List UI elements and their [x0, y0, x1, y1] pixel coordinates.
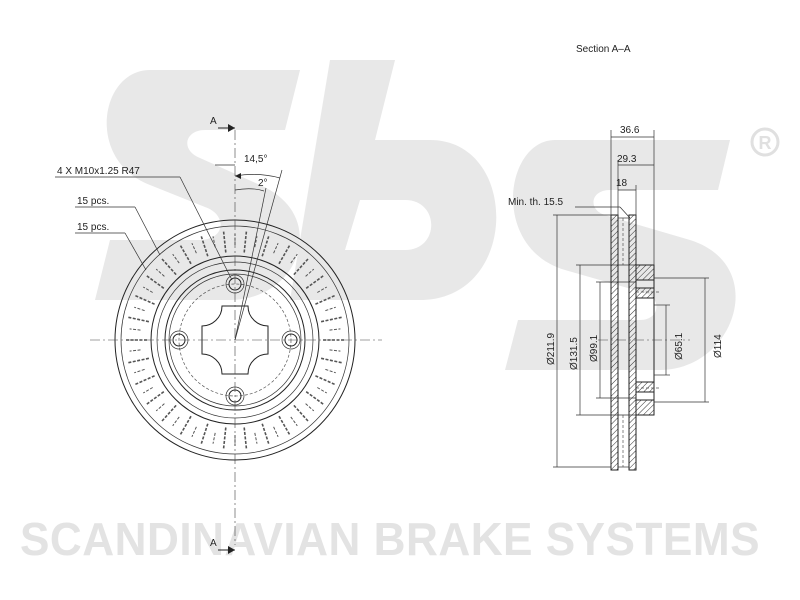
angle-arc-2 — [234, 188, 265, 192]
angle-arrow — [235, 173, 241, 179]
vent-slot — [145, 391, 165, 406]
vent-slot — [273, 426, 279, 438]
angle-ray-2 — [234, 187, 267, 341]
dim-dia-centre-bore: Ø65.1 — [674, 332, 685, 360]
vent-slot — [127, 316, 150, 323]
vents-leader-1 — [134, 206, 161, 256]
vent-slot — [142, 387, 153, 394]
vent-slot — [325, 368, 336, 374]
vent-slot — [155, 403, 165, 412]
dim-width-total: 36.6 — [620, 125, 640, 136]
vent-slot — [305, 274, 325, 289]
thread-label: 4 X M10x1.25 R47 — [57, 166, 140, 177]
vent-slot — [160, 257, 177, 276]
section-view: Section A–A Min. th. 15.5 36.6 29.3 18 — [508, 44, 724, 471]
disc-section-outer-plate — [610, 214, 619, 471]
section-arrow-top — [228, 124, 235, 132]
section-mark-bottom: A — [210, 538, 217, 549]
vent-slot — [160, 404, 177, 423]
registered-mark-circle — [750, 127, 780, 157]
dim-width-disc: 18 — [616, 178, 628, 189]
vent-slot — [315, 294, 336, 305]
disc-section-inner-plate — [628, 214, 637, 471]
hat-flange-top — [635, 287, 655, 299]
vent-slot — [329, 349, 341, 352]
min-thickness-label: Min. th. 15.5 — [508, 197, 563, 208]
angle-ray-1 — [234, 169, 283, 341]
angle-label-14-5: 14,5° — [244, 154, 267, 165]
vent-slot — [305, 403, 315, 412]
vents-leader-2 — [124, 232, 147, 271]
vent-slot — [212, 432, 216, 444]
front-view: A A 14,5° 2° 4 X M10x1.25 R47 15 pcs. 15… — [55, 116, 382, 554]
dim-dia-hat: Ø99.1 — [589, 334, 600, 362]
vent-slot — [222, 427, 227, 450]
hat-section-bottom — [635, 399, 655, 416]
centre-bore — [201, 305, 269, 375]
dim-dia-friction-inner: Ø131.5 — [569, 337, 580, 370]
angle-label-2: 2° — [258, 178, 268, 189]
vent-slot — [172, 416, 180, 427]
vent-slot — [290, 416, 298, 427]
vent-slot — [243, 427, 248, 450]
vent-slot — [290, 253, 298, 264]
vent-slot — [305, 268, 315, 277]
vent-slot — [320, 357, 343, 364]
vent-slot — [222, 230, 227, 253]
section-arrow-bottom — [228, 546, 235, 554]
vent-slot — [254, 236, 258, 248]
dim-width-hat: 29.3 — [617, 154, 637, 165]
hat-section-top — [635, 264, 655, 281]
vent-slot — [329, 328, 341, 331]
vent-slot — [261, 423, 270, 445]
vent-slot — [320, 316, 343, 323]
min-thickness-leader-2 — [619, 206, 631, 219]
vent-slot — [179, 415, 192, 436]
vents-label-2: 15 pcs. — [77, 222, 109, 233]
vents-label-1: 15 pcs. — [77, 196, 109, 207]
hat-flange-bottom — [635, 381, 655, 393]
vent-slot — [261, 235, 270, 257]
bolt-hole-ring — [281, 330, 301, 350]
vent-slot — [325, 306, 336, 312]
vent-slot — [317, 387, 328, 394]
dim-dia-pcd: Ø114 — [713, 334, 724, 358]
thread-leader — [179, 176, 233, 281]
vent-slot — [155, 268, 165, 277]
watermark: R SCANDINAVIAN BRAKE SYSTEMS — [20, 60, 780, 565]
vent-slot — [145, 274, 165, 289]
vent-slot — [254, 432, 258, 444]
vent-slot — [179, 244, 192, 265]
vent-slot — [191, 426, 197, 438]
section-mark-top: A — [210, 116, 217, 127]
vent-slot — [315, 375, 336, 386]
vent-slot — [134, 368, 145, 374]
vent-slot — [278, 415, 291, 436]
vent-slot — [129, 349, 141, 352]
section-title: Section A–A — [576, 44, 631, 55]
vent-slot — [317, 286, 328, 293]
ventilation-slots — [125, 230, 345, 450]
vent-slot — [278, 244, 291, 265]
vent-slot — [127, 357, 150, 364]
vent-slot — [191, 242, 197, 254]
vent-slot — [172, 253, 180, 264]
vent-slot — [142, 286, 153, 293]
vent-slot — [200, 423, 209, 445]
sbs-logo — [95, 60, 736, 370]
vent-slot — [129, 328, 141, 331]
vent-slot — [243, 230, 248, 253]
registered-mark: R — [759, 133, 772, 153]
vent-slot — [293, 404, 310, 423]
vent-slot — [305, 391, 325, 406]
dim-dia-outer: Ø211.9 — [546, 333, 557, 365]
vent-slot — [134, 375, 155, 386]
watermark-company: SCANDINAVIAN BRAKE SYSTEMS — [20, 513, 760, 565]
vent-slot — [134, 294, 155, 305]
vent-slot — [293, 257, 310, 276]
vent-slot — [273, 242, 279, 254]
vent-slot — [200, 235, 209, 257]
vent-slot — [134, 306, 145, 312]
